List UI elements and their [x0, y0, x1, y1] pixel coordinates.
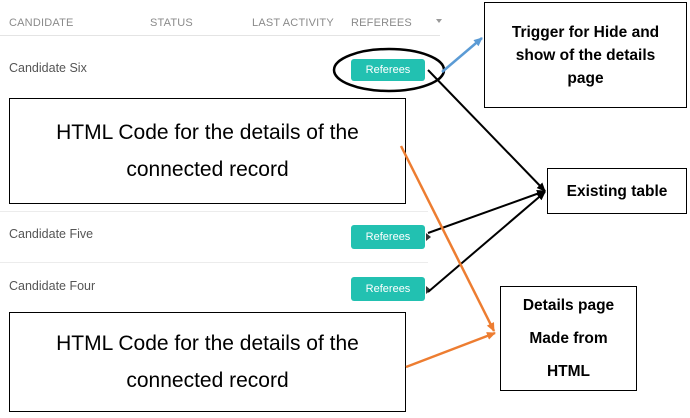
highlight-ellipse	[332, 47, 446, 93]
trigger-note-box: Trigger for Hide and show of the details…	[484, 2, 687, 108]
candidate-four-name: Candidate Four	[9, 279, 96, 293]
details-page-box: Details page Made from HTML	[500, 286, 637, 391]
arrow-blue-trigger	[441, 37, 483, 73]
row-divider	[0, 262, 428, 263]
trigger-line-1: Trigger for Hide and	[511, 23, 660, 41]
existing-table-label: Existing table	[566, 182, 668, 200]
row-expand-icon[interactable]	[426, 233, 431, 241]
html-code-bottom-line-1: HTML Code for the details of the	[56, 332, 359, 355]
details-page-line-2: Made from	[529, 330, 608, 347]
header-candidate[interactable]: CANDIDATE	[9, 17, 74, 29]
details-page-line-1: Details page	[522, 297, 615, 314]
arrow-black-row3	[427, 191, 546, 293]
sort-arrow-icon[interactable]	[436, 19, 442, 23]
referees-button-candidate-five[interactable]: Referees	[351, 225, 425, 249]
referees-button-candidate-six[interactable]: Referees	[351, 59, 425, 81]
html-code-box-top: HTML Code for the details of the connect…	[9, 98, 406, 204]
trigger-line-2: show of the details	[515, 46, 656, 64]
header-last-activity[interactable]: LAST ACTIVITY	[252, 17, 334, 29]
header-divider	[0, 35, 440, 36]
arrow-black-row1	[427, 69, 546, 192]
arrow-black-row2	[427, 189, 546, 234]
html-code-box-bottom: HTML Code for the details of the connect…	[9, 312, 406, 412]
arrow-orange-bottom	[405, 331, 496, 369]
header-status[interactable]: STATUS	[150, 17, 193, 29]
html-code-top-line-1: HTML Code for the details of the	[56, 121, 359, 144]
arrow-orange-top	[399, 145, 496, 332]
candidate-six-name: Candidate Six	[9, 61, 87, 75]
trigger-line-3: page	[567, 69, 604, 87]
candidate-five-name: Candidate Five	[9, 227, 94, 241]
header-referees[interactable]: REFEREES	[351, 17, 412, 29]
html-code-top-line-2: connected record	[126, 158, 289, 181]
existing-table-box: Existing table	[547, 168, 687, 214]
referees-button-candidate-four[interactable]: Referees	[351, 277, 425, 301]
html-code-bottom-line-2: connected record	[126, 369, 289, 392]
row-expand-icon[interactable]	[426, 286, 431, 294]
details-page-line-3: HTML	[546, 363, 591, 380]
row-divider	[0, 211, 428, 212]
